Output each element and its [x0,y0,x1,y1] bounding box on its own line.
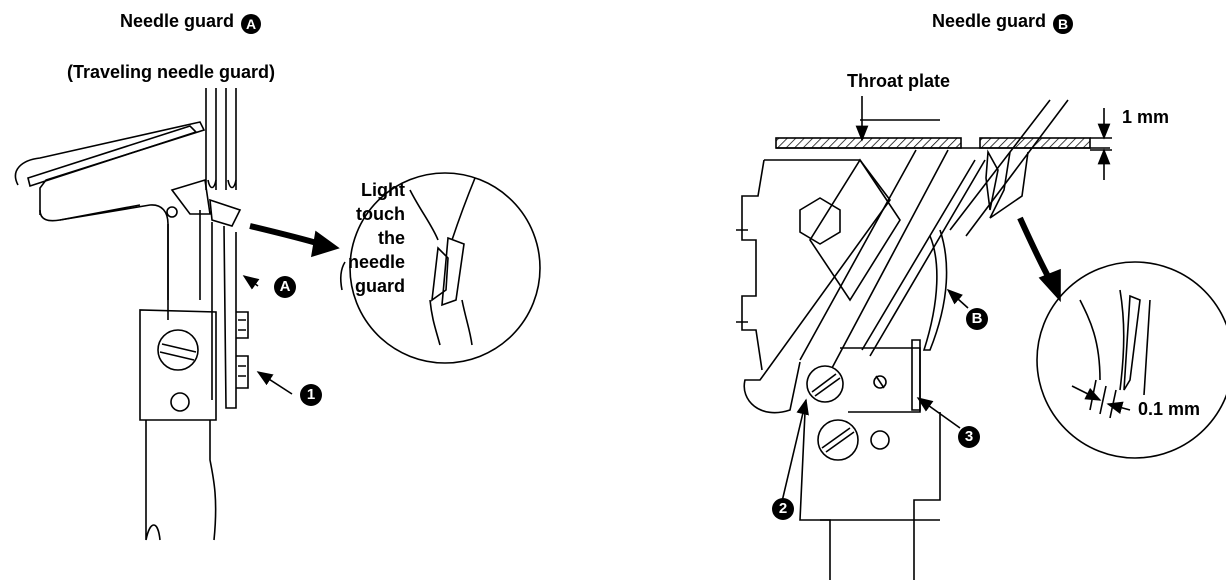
marker-b: B [966,308,988,330]
needle-guard-b-title: Needle guard B [932,11,1074,34]
needle-guard-a-title-badge: A [241,14,262,34]
callout-line: guard [354,276,405,296]
callout-line: needle [347,252,405,272]
light-touch-callout: Light touch the needle guard [330,178,405,298]
traveling-needle-guard-subtitle: (Traveling needle guard) [67,62,276,82]
marker-1: 1 [300,384,322,406]
needle-guard-b-title-badge: B [1053,14,1074,34]
needle-guard-a-drawing [14,88,541,541]
marker-2: 2 [772,498,794,520]
marker-3: 3 [958,426,980,448]
needle-guard-b-title-text: Needle guard [932,11,1047,31]
callout-line: the [378,228,405,248]
throat-plate-label: Throat plate [847,71,951,91]
needle-guard-a-title-text: Needle guard [120,11,235,31]
clearance-0-1mm-label: 0.1 mm [1138,399,1201,419]
callout-line: touch [356,204,405,224]
marker-a: A [274,276,296,298]
gap-1mm-label: 1 mm [1122,107,1170,127]
needle-guard-a-title: Needle guard A [120,11,262,34]
callout-line: Light [361,180,405,200]
needle-guard-b-drawing [736,96,1226,580]
